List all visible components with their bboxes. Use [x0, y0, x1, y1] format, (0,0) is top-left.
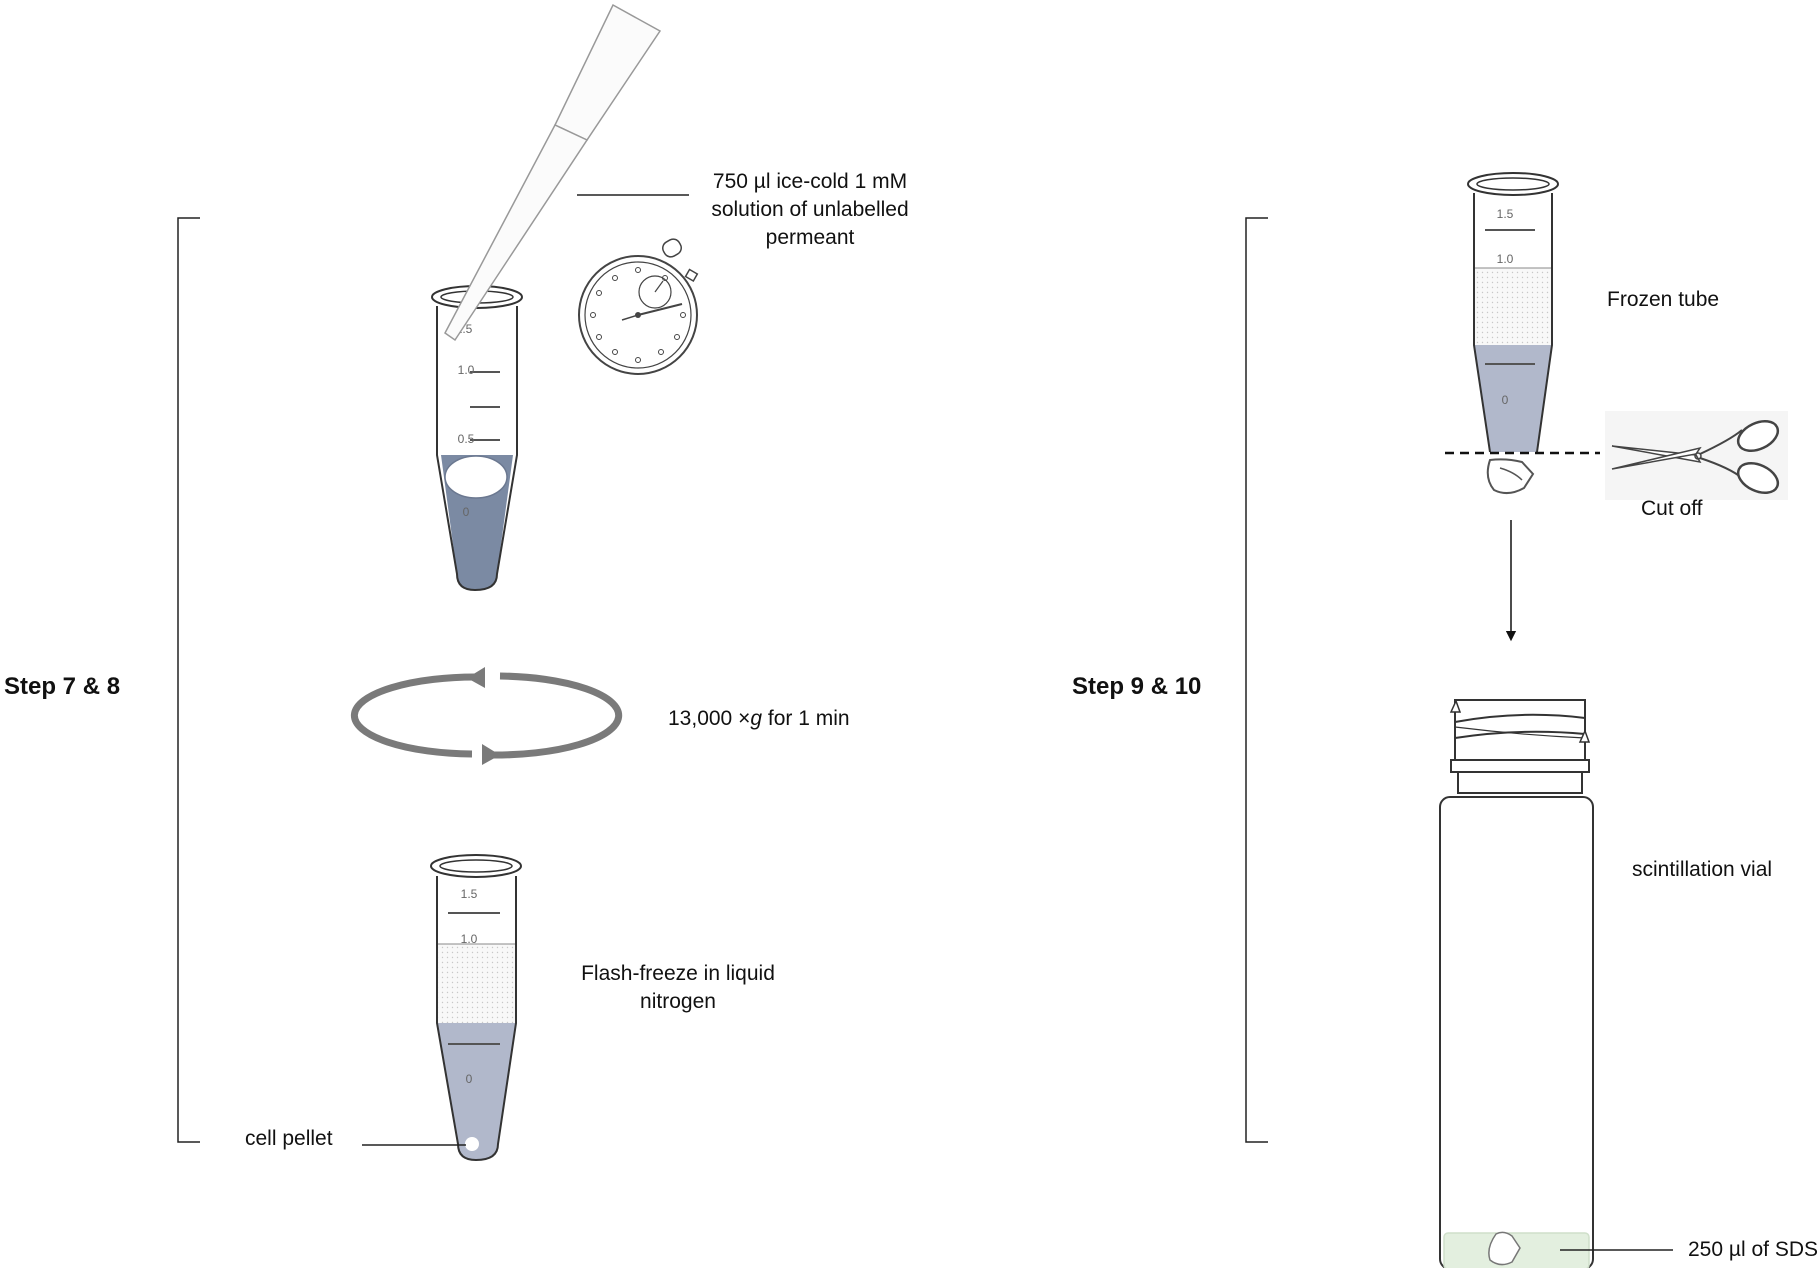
- tick-0: 0: [466, 1072, 473, 1086]
- scintillation-vial: [1439, 699, 1594, 1268]
- centrifuge-label-prefix: 13,000 ×: [668, 707, 751, 730]
- solution-label: 750 µl ice-cold 1 mM solution of unlabel…: [690, 168, 930, 252]
- pipette-tip-icon: [444, 3, 662, 342]
- step-7-8-label: Step 7 & 8: [4, 673, 121, 700]
- cut-off-label: Cut off: [1641, 497, 1703, 520]
- tick-0: 0: [1502, 393, 1509, 407]
- freeze-label-line-1: Flash-freeze in liquid: [581, 962, 775, 985]
- centrifuge-label-g: g: [750, 707, 763, 730]
- scissors-icon: [1605, 411, 1788, 500]
- scintillation-vial-label: scintillation vial: [1632, 858, 1773, 881]
- step-9-10-label: Step 9 & 10: [1072, 673, 1202, 700]
- tick-1-0: 1.0: [1497, 252, 1514, 266]
- cut-tip-piece: [1486, 458, 1535, 494]
- solution-label-line-3: permeant: [765, 226, 855, 249]
- centrifuge-label-suffix: for 1 min: [762, 707, 850, 730]
- cell-suspension-bubble: [444, 455, 508, 499]
- cell-pellet-label: cell pellet: [245, 1127, 333, 1150]
- solution-label-line-1: 750 µl ice-cold 1 mM: [712, 170, 908, 193]
- tick-1-5: 1.5: [461, 887, 478, 901]
- stopwatch-icon: [578, 238, 699, 375]
- solution-label-line-2: solution of unlabelled: [711, 198, 909, 221]
- left-step-bracket: [177, 217, 200, 1143]
- tube-top: 1.5 1.0 0.5 0: [431, 285, 523, 592]
- right-step-bracket: [1245, 217, 1268, 1143]
- cell-pellet-dot: [465, 1137, 479, 1151]
- freeze-label-line-2: nitrogen: [640, 990, 716, 1013]
- frozen-tube-label: Frozen tube: [1607, 288, 1720, 311]
- sds-label: 250 µl of SDS: [1688, 1238, 1818, 1261]
- freeze-label: Flash-freeze in liquid nitrogen: [560, 960, 796, 1016]
- tick-0: 0: [463, 505, 470, 519]
- tick-0-5: 0.5: [458, 432, 475, 446]
- tube-right: 1.5 1.0 0: [1467, 172, 1559, 453]
- tick-1-0: 1.0: [461, 932, 478, 946]
- centrifuge-label: 13,000 ×g for 1 min: [668, 705, 850, 733]
- centrifuge-arrows-icon: [350, 667, 623, 765]
- tick-1-5: 1.5: [1497, 207, 1514, 221]
- tick-1-0: 1.0: [458, 363, 475, 377]
- tube-bottom: 1.5 1.0 0: [430, 854, 522, 1162]
